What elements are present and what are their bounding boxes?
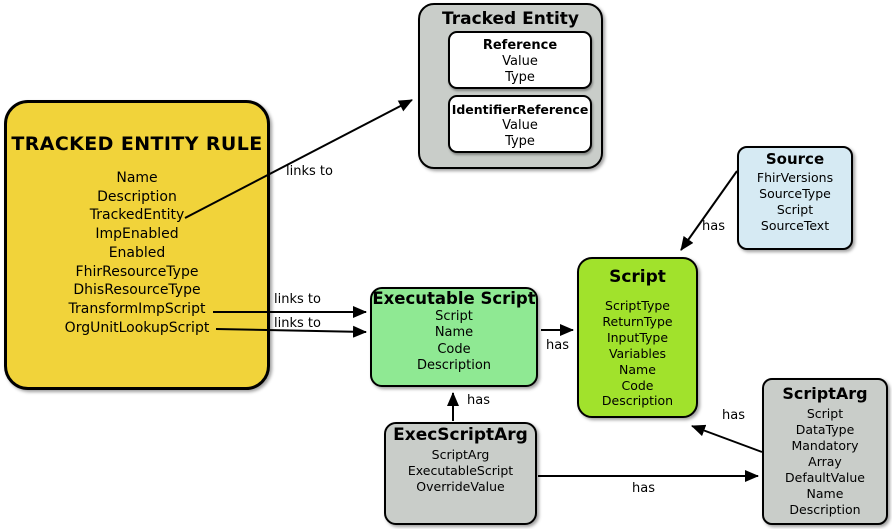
field-name: Name xyxy=(806,486,844,501)
entity-executable-script: Executable Script Script Name Code Descr… xyxy=(370,287,538,387)
entity-script-arg: ScriptArg Script DataType Mandatory Arra… xyxy=(762,378,888,525)
entity-title: Tracked Entity xyxy=(441,9,579,29)
field-defaultvalue: DefaultValue xyxy=(785,470,865,485)
entity-tracked-entity-rule: TRACKED ENTITY RULE Name Description Tra… xyxy=(4,100,270,390)
field-script: Script xyxy=(806,406,844,421)
entity-title: Source xyxy=(765,150,825,168)
entity-tracked-entity: Tracked Entity Reference Value Type Iden… xyxy=(418,3,603,169)
entity-fields: ScriptType ReturnType InputType Variable… xyxy=(579,298,696,409)
field-code: Code xyxy=(437,341,471,357)
edge-label-links-to: links to xyxy=(286,164,333,179)
entity-fields: Name Description TrackedEntity ImpEnable… xyxy=(7,169,267,337)
entity-exec-script-arg: ExecScriptArg ScriptArg ExecutableScript… xyxy=(384,422,537,525)
entity-fields: Value Type xyxy=(450,54,590,86)
field-trackedentity: TrackedEntity xyxy=(89,207,185,224)
field-name: Name xyxy=(619,361,656,377)
field-variables: Variables xyxy=(608,345,667,361)
field-description: Description xyxy=(416,357,492,373)
field-fhirresourcetype: FhirResourceType xyxy=(75,263,199,280)
field-description: Description xyxy=(601,393,674,409)
entity-fields: FhirVersions SourceType Script SourceTex… xyxy=(739,170,851,234)
entity-identifier-reference: IdentifierReference Value Type xyxy=(448,95,592,153)
field-datatype: DataType xyxy=(795,422,855,437)
entity-title: ScriptArg xyxy=(782,384,868,403)
field-sourcetype: SourceType xyxy=(759,186,831,201)
field-enabled: Enabled xyxy=(108,244,166,261)
field-name: Name xyxy=(434,325,474,341)
field-orgunitlookupscript: OrgUnitLookupScript xyxy=(64,319,210,336)
entity-title: Script xyxy=(609,267,666,287)
arrow-scriptarg-has-script xyxy=(691,424,763,453)
edge-label-links-to: links to xyxy=(274,292,321,307)
field-scripttype: ScriptType xyxy=(605,298,670,313)
field-executablescript: ExecutableScript xyxy=(407,463,514,478)
field-dhisresourcetype: DhisResourceType xyxy=(73,282,201,299)
field-returntype: ReturnType xyxy=(602,313,673,329)
field-script: Script xyxy=(776,202,814,217)
entity-title: ExecScriptArg xyxy=(393,425,528,445)
field-array: Array xyxy=(808,454,842,469)
field-value: Value xyxy=(502,118,538,133)
field-transformimpscript: TransformImpScript xyxy=(68,300,206,317)
edge-label-has: has xyxy=(722,408,745,423)
arrow-source-has-script xyxy=(680,170,738,251)
field-sourcetext: SourceText xyxy=(760,218,830,233)
field-code: Code xyxy=(621,377,654,393)
field-name: Name xyxy=(116,170,158,186)
entity-source: Source FhirVersions SourceType Script So… xyxy=(737,146,853,250)
entity-fields: Value Type xyxy=(450,118,590,150)
field-type: Type xyxy=(505,134,535,149)
entity-title: IdentifierReference xyxy=(451,102,589,117)
field-fhirversions: FhirVersions xyxy=(756,170,834,185)
entity-title: Reference xyxy=(482,38,558,53)
entity-fields: Script Name Code Description xyxy=(372,309,536,374)
entity-title: TRACKED ENTITY RULE xyxy=(11,133,263,155)
entity-fields: ScriptArg ExecutableScript OverrideValue xyxy=(386,447,535,495)
edge-label-has: has xyxy=(546,338,569,353)
field-type: Type xyxy=(505,70,535,85)
field-description: Description xyxy=(97,188,177,205)
edge-label-links-to: links to xyxy=(274,316,321,331)
field-value: Value xyxy=(502,54,538,69)
field-inputtype: InputType xyxy=(606,329,669,345)
edge-label-has: has xyxy=(702,219,725,234)
field-scriptarg: ScriptArg xyxy=(431,447,490,462)
field-script: Script xyxy=(435,309,473,324)
edge-label-has: has xyxy=(632,481,655,496)
edge-label-has: has xyxy=(467,393,490,408)
field-overridevalue: OverrideValue xyxy=(416,479,505,494)
entity-fields: Script DataType Mandatory Array DefaultV… xyxy=(764,406,886,518)
field-mandatory: Mandatory xyxy=(791,438,859,453)
entity-script: Script ScriptType ReturnType InputType V… xyxy=(577,257,698,418)
field-impenabled: ImpEnabled xyxy=(95,226,179,243)
entity-title: Executable Script xyxy=(372,289,536,308)
entity-reference: Reference Value Type xyxy=(448,31,592,89)
field-description: Description xyxy=(789,502,861,517)
